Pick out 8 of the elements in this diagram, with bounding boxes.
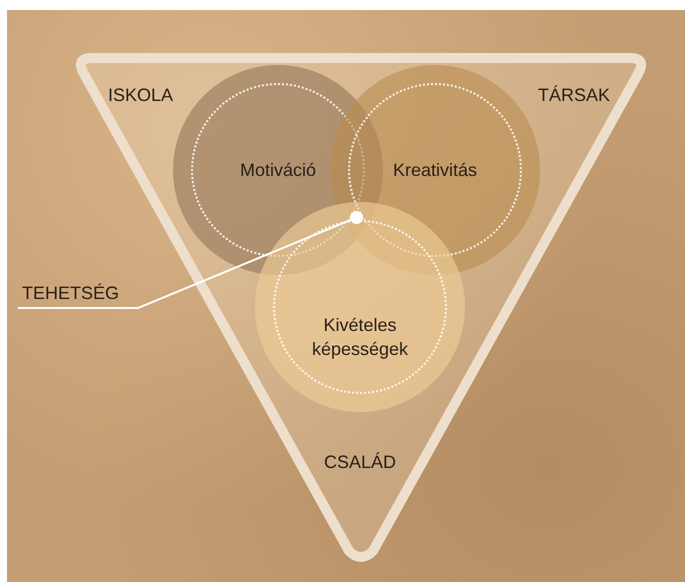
callout-label: TEHETSÉG xyxy=(22,283,120,304)
circle-label: Kreativitás xyxy=(392,158,478,182)
group-label: TÁRSAK xyxy=(538,85,610,106)
group-label: ISKOLA xyxy=(108,85,174,106)
circle-label: Motiváció xyxy=(238,158,318,182)
group-label: CSALÁD xyxy=(324,452,396,473)
circle-label: Kivételes képességek xyxy=(310,314,410,361)
leader-line xyxy=(18,219,351,309)
